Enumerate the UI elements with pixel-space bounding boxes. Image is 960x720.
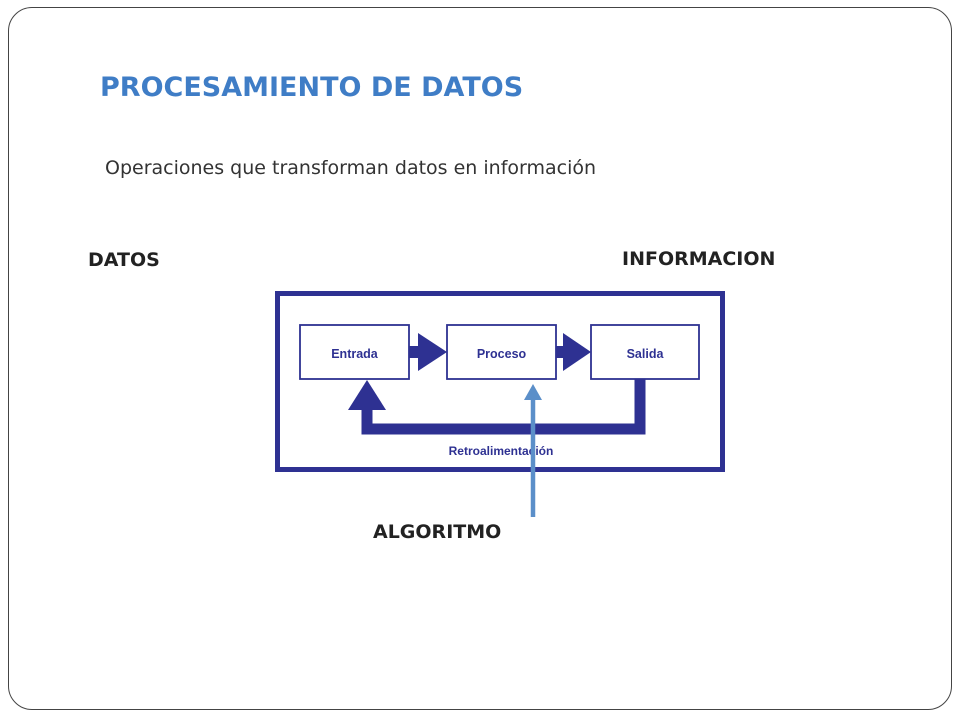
algoritmo-label: ALGORITMO (373, 521, 502, 543)
informacion-label: INFORMACION (622, 248, 776, 270)
edge-proceso-salida (556, 333, 591, 371)
edge-retroalimentacion-label: Retroalimentación (449, 444, 554, 458)
diagram-outer-frame (275, 291, 725, 472)
node-salida-label: Salida (627, 347, 665, 361)
datos-label: DATOS (88, 249, 160, 271)
slide-subtitle: Operaciones que transforman datos en inf… (105, 157, 597, 179)
node-entrada-label: Entrada (331, 347, 379, 361)
edge-retroalimentacion (348, 379, 646, 435)
node-proceso-label: Proceso (477, 347, 527, 361)
edge-entrada-proceso (409, 333, 447, 371)
node-proceso: Proceso (446, 324, 557, 380)
slide-title: PROCESAMIENTO DE DATOS (100, 72, 524, 103)
algoritmo-arrow (524, 384, 542, 517)
node-entrada: Entrada (299, 324, 410, 380)
node-salida: Salida (590, 324, 700, 380)
